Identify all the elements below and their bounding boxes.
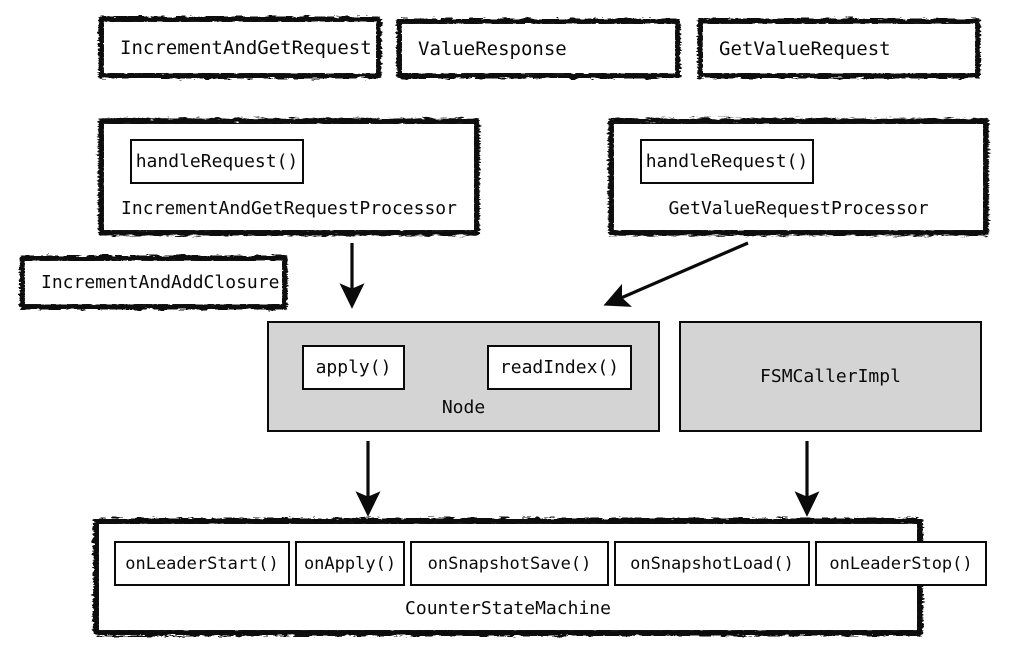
method-box-handle-request[interactable]: handleRequest() <box>130 139 304 184</box>
processor-label: GetValueRequestProcessor <box>668 198 929 219</box>
core-box-fsm-caller-impl[interactable]: FSMCallerImpl <box>679 321 982 432</box>
method-box-label: handleRequest() <box>135 151 299 172</box>
method-box-handle-request[interactable]: handleRequest() <box>640 139 814 184</box>
closure-box-label: IncrementAndAddClosure <box>41 272 280 293</box>
message-box-increment-and-get-request[interactable]: IncrementAndGetRequest <box>104 22 376 73</box>
state-machine-counter-state-machine[interactable]: onLeaderStart() onApply() onSnapshotSave… <box>99 524 987 630</box>
method-box-label: onLeaderStart() <box>125 553 279 574</box>
method-box-label: readIndex() <box>499 357 620 378</box>
closure-box-increment-and-add-closure[interactable]: IncrementAndAddClosure <box>25 261 282 304</box>
core-box-label: FSMCallerImpl <box>760 366 901 387</box>
message-box-get-value-request[interactable]: GetValueRequest <box>703 24 975 73</box>
method-box-label: onLeaderStop() <box>829 553 973 574</box>
method-box-apply[interactable]: apply() <box>302 345 405 390</box>
method-box-on-leader-stop[interactable]: onLeaderStop() <box>815 541 987 586</box>
method-box-label: onSnapshotLoad() <box>630 553 794 574</box>
message-box-value-response[interactable]: ValueResponse <box>402 24 675 73</box>
method-box-label: handleRequest() <box>645 151 809 172</box>
message-box-label: GetValueRequest <box>719 37 891 60</box>
processor-increment-and-get-request-processor[interactable]: handleRequest() IncrementAndGetRequestPr… <box>104 124 474 230</box>
method-box-on-leader-start[interactable]: onLeaderStart() <box>114 541 290 586</box>
state-machine-label: CounterStateMachine <box>405 598 611 619</box>
core-box-node[interactable]: apply() readIndex() Node <box>267 321 660 432</box>
message-box-label: IncrementAndGetRequest <box>120 36 372 59</box>
method-box-on-snapshot-save[interactable]: onSnapshotSave() <box>410 541 609 586</box>
processor-get-value-request-processor[interactable]: handleRequest() GetValueRequestProcessor <box>614 124 983 230</box>
method-box-on-apply[interactable]: onApply() <box>295 541 405 586</box>
method-box-read-index[interactable]: readIndex() <box>487 345 632 390</box>
method-box-label: apply() <box>315 357 392 378</box>
message-box-label: ValueResponse <box>418 37 567 60</box>
method-box-label: onApply() <box>303 553 397 574</box>
method-box-label: onSnapshotSave() <box>427 553 592 574</box>
processor-label: IncrementAndGetRequestProcessor <box>121 198 457 219</box>
method-box-on-snapshot-load[interactable]: onSnapshotLoad() <box>614 541 810 586</box>
core-box-label: Node <box>441 397 486 418</box>
arrow-processor-to-node-diagonal <box>603 241 749 307</box>
